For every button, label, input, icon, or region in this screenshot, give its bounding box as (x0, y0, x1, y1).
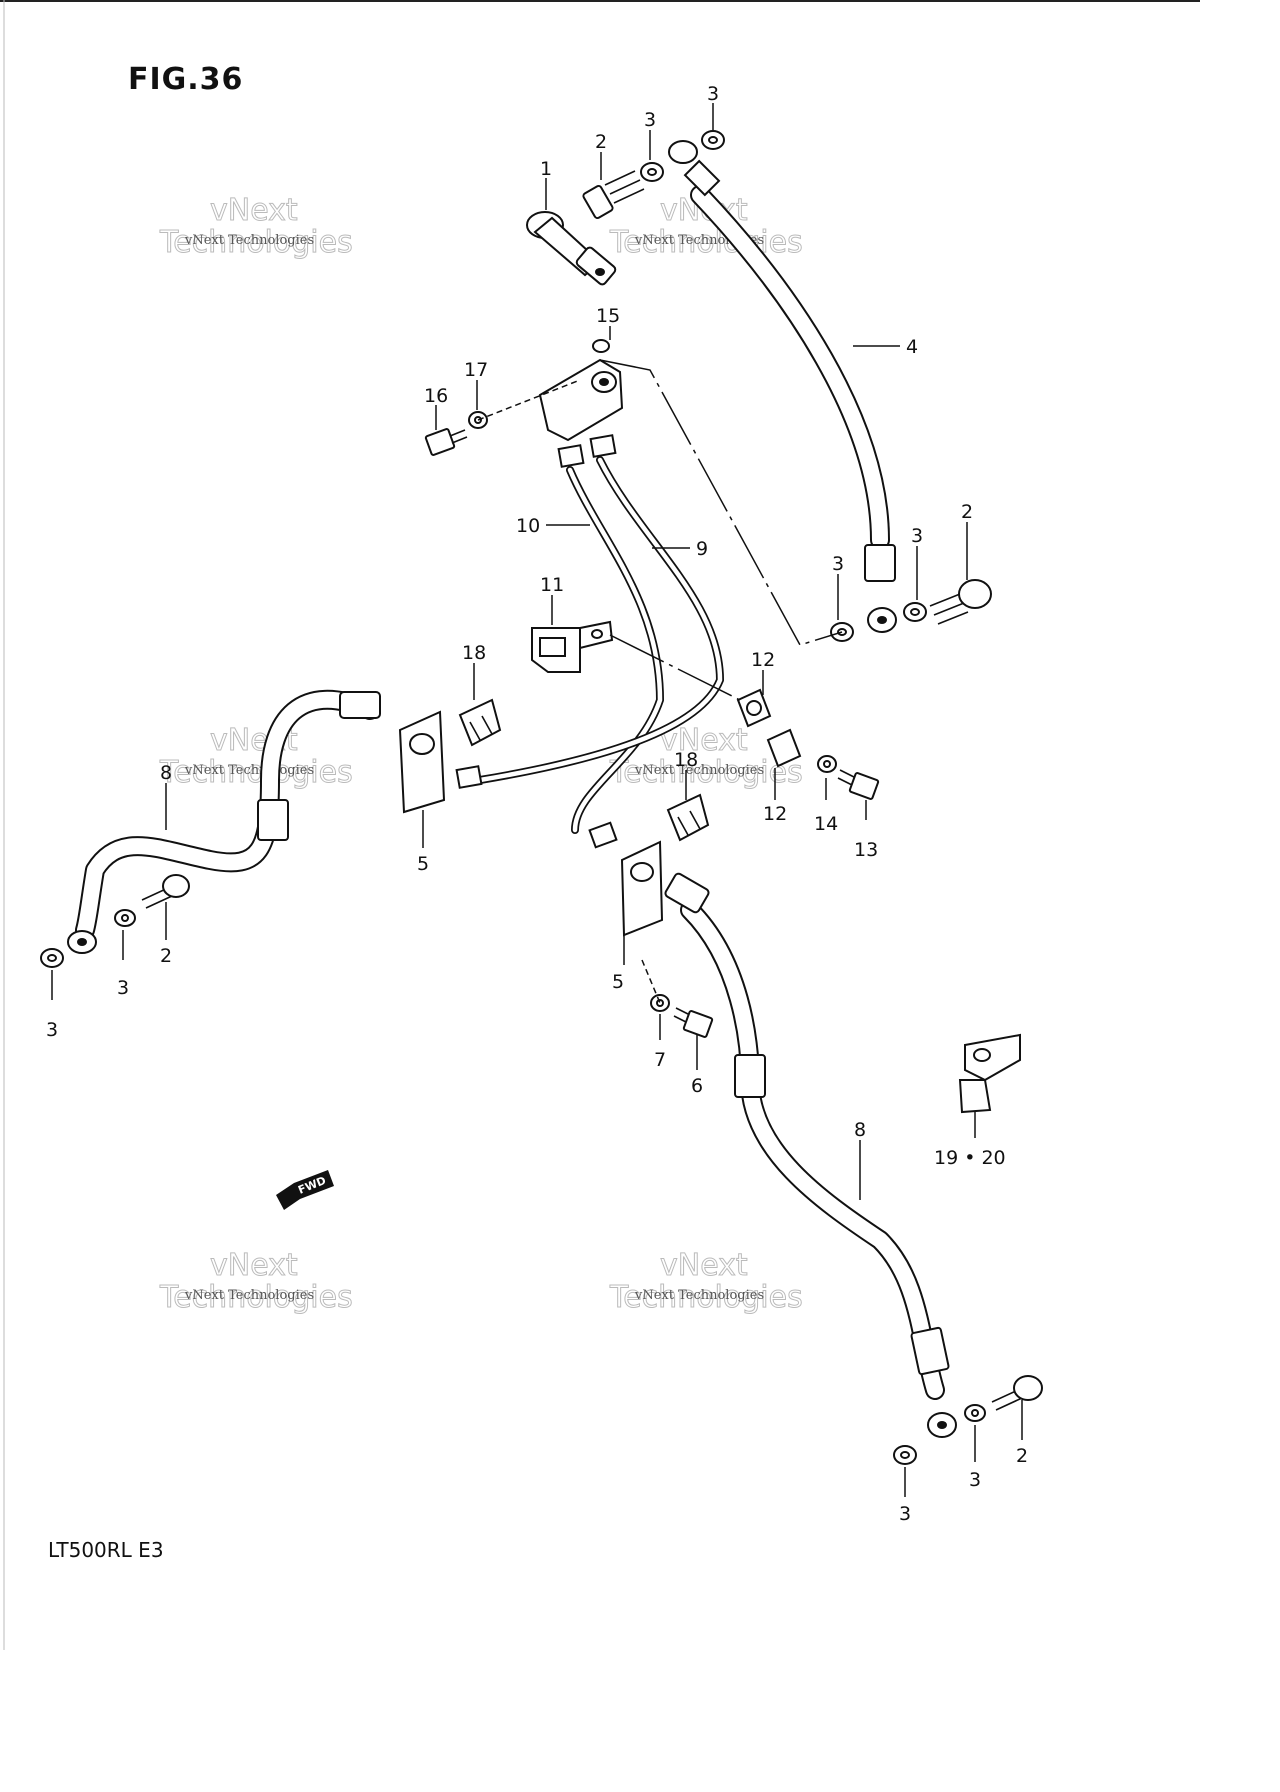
part-19-20-clamp (958, 1033, 1021, 1114)
callout-8-right: 8 (854, 1119, 866, 1141)
part-12-clamp (736, 688, 802, 768)
callout-12-bottom: 12 (763, 803, 787, 825)
callout-3-right-a: 3 (969, 1469, 981, 1491)
callout-leaders (51, 103, 1023, 1497)
callout-9: 9 (696, 538, 708, 560)
svg-text:vNext Technologies: vNext Technologies (184, 1288, 314, 1303)
part-2-union-bolt-mid (929, 579, 992, 625)
part-7-washer (650, 994, 670, 1012)
part-15-joint (538, 339, 624, 468)
part-2-union-bolt-left (141, 874, 190, 909)
svg-text:Technologies: Technologies (159, 755, 353, 790)
callout-3-left-b: 3 (46, 1019, 58, 1041)
callout-5-left: 5 (417, 853, 429, 875)
assembly-guide-lines (477, 359, 843, 1004)
callout-3-left-a: 3 (117, 977, 129, 999)
callout-8-left: 8 (160, 762, 172, 784)
figure-title: FIG.36 (128, 62, 244, 97)
part-3-washer-left-a (114, 909, 136, 927)
callout-2-mid: 2 (961, 501, 973, 523)
part-3-washer-right-b (893, 1445, 917, 1465)
part-3-washer-top-a (640, 162, 664, 182)
callout-6: 6 (691, 1075, 703, 1097)
svg-text:vNext: vNext (210, 1248, 298, 1283)
callout-18-right: 18 (674, 749, 698, 771)
part-8-left-brake-hose (67, 689, 381, 954)
callout-13: 13 (854, 839, 878, 861)
callout-3-top-a: 3 (644, 109, 656, 131)
svg-text:vNext: vNext (210, 193, 298, 228)
part-18-clip-a (458, 698, 502, 747)
svg-text:Technologies: Technologies (159, 225, 353, 260)
part-9-brake-pipe (455, 456, 724, 789)
svg-text:vNext Technologies: vNext Technologies (634, 763, 764, 778)
part-3-washer-right-a (964, 1404, 986, 1422)
callout-1: 1 (540, 158, 552, 180)
part-6-bolt (673, 1007, 714, 1038)
callout-3-top-b: 3 (707, 83, 719, 105)
callout-14: 14 (814, 813, 838, 835)
part-3-washer-top-b (701, 130, 725, 150)
svg-text:vNext Technologies: vNext Technologies (634, 1288, 764, 1303)
part-2-union-bolt-right (991, 1375, 1043, 1411)
callout-2-left: 2 (160, 945, 172, 967)
fwd-arrow-icon: FWD (276, 1170, 334, 1210)
part-3-washer-mid-b (903, 602, 927, 622)
part-5-bracket-left (398, 710, 446, 814)
callout-12-top: 12 (751, 649, 775, 671)
part-10-brake-pipe (566, 466, 664, 849)
callout-3-right-b: 3 (899, 1503, 911, 1525)
watermark-1: vNext Technologies vNext Technologies (159, 193, 354, 261)
part-1-banjo-fitting (526, 211, 617, 286)
part-18-clip-b (666, 793, 710, 842)
callout-15: 15 (596, 305, 620, 327)
svg-text:Technologies: Technologies (609, 755, 803, 790)
part-13-bolt (837, 769, 880, 800)
watermark-3: vNext Technologies vNext Technologies (159, 723, 354, 791)
svg-text:vNext Technologies: vNext Technologies (184, 233, 314, 248)
callout-5-right: 5 (612, 971, 624, 993)
callout-16: 16 (424, 385, 448, 407)
watermark-5: vNext Technologies vNext Technologies (159, 1248, 354, 1316)
part-8-right-brake-hose (664, 872, 957, 1438)
svg-text:Technologies: Technologies (159, 1280, 353, 1315)
callout-10: 10 (516, 515, 540, 537)
part-3-washer-left-b (40, 948, 64, 968)
callout-17: 17 (464, 359, 488, 381)
callout-3-mid-a: 3 (832, 553, 844, 575)
svg-text:Technologies: Technologies (609, 1280, 803, 1315)
part-2-union-bolt-top (582, 170, 645, 220)
callout-2-right: 2 (1016, 1445, 1028, 1467)
callout-4: 4 (906, 336, 918, 358)
part-11-bracket (531, 620, 614, 673)
svg-text:Technologies: Technologies (609, 225, 803, 260)
part-14-washer (817, 755, 837, 773)
callout-11: 11 (540, 574, 564, 596)
watermark-6: vNext Technologies vNext Technologies (609, 1248, 804, 1316)
part-4-upper-brake-hose (668, 140, 897, 633)
callout-18-left: 18 (462, 642, 486, 664)
svg-text:vNext Technologies: vNext Technologies (184, 763, 314, 778)
svg-text:vNext: vNext (660, 1248, 748, 1283)
part-5-bracket-right (620, 840, 664, 937)
callout-2-top: 2 (595, 131, 607, 153)
callout-7: 7 (654, 1049, 666, 1071)
callout-3-mid-b: 3 (911, 525, 923, 547)
model-label: LT500RL E3 (48, 1538, 164, 1562)
callout-19-20: 19 • 20 (934, 1147, 1006, 1169)
part-16-bolt (424, 428, 468, 456)
